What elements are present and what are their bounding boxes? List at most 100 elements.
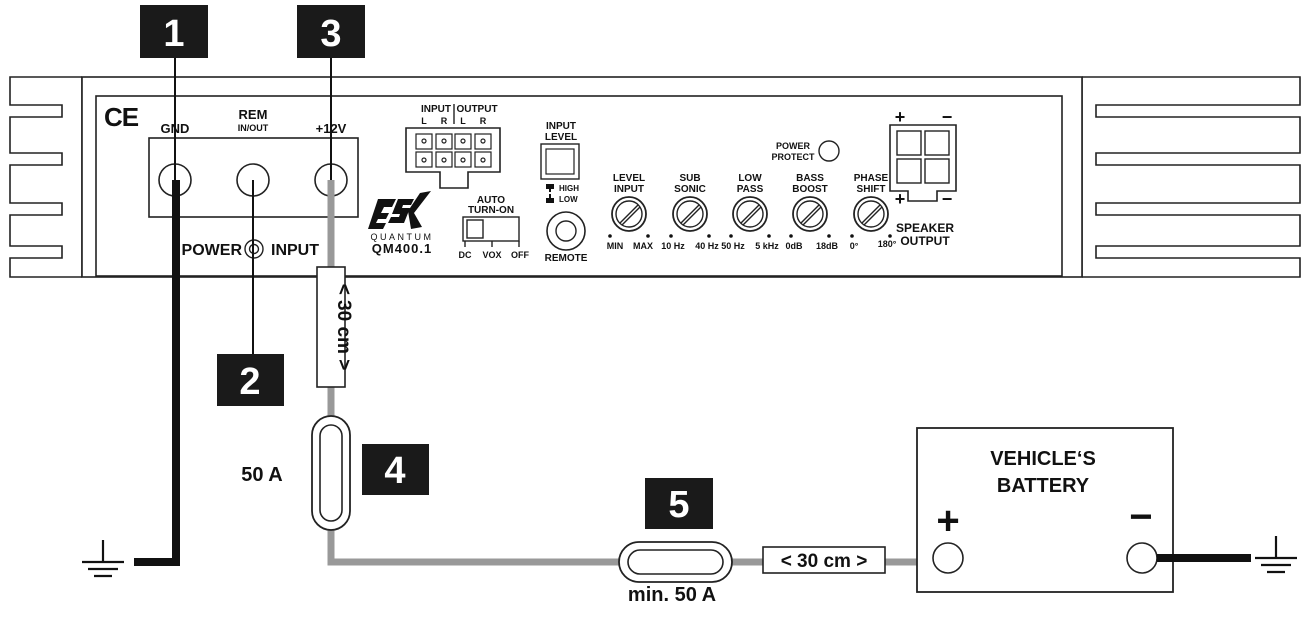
remote-jack-inner	[555, 220, 577, 242]
rca-l1: L	[421, 116, 427, 126]
marker-4-box	[362, 444, 429, 495]
input-level-title-2: LEVEL	[545, 132, 577, 143]
high-indicator-stem	[549, 189, 551, 192]
battery-minus-symbol: −	[1129, 495, 1152, 539]
brand-model: QM400.1	[372, 241, 432, 256]
rca-pins	[415, 133, 492, 168]
auto-turn-on-ticks	[464, 241, 520, 247]
knob-1-max: MAX	[633, 241, 653, 251]
knob-4-max: 18dB	[816, 241, 839, 251]
auto-turn-on-title-1: AUTO	[477, 195, 505, 206]
knob-2-max-dot	[707, 234, 711, 238]
label-power: POWER	[182, 242, 243, 259]
cable-length-vertical: < 30 cm >	[333, 284, 354, 371]
ground-cable	[134, 180, 180, 566]
knob-4-indicator	[800, 204, 820, 224]
knob-1-indicator	[619, 204, 639, 224]
auto-turn-on-off: OFF	[511, 250, 529, 260]
knob-4-label-2: BOOST	[792, 184, 828, 195]
battery-negative-terminal	[1126, 542, 1158, 574]
knob-3-indicator	[740, 204, 760, 224]
marker-5: 5	[668, 484, 689, 526]
knob-1-label-1: LEVEL	[613, 173, 645, 184]
knob-5-label-2: SHIFT	[857, 184, 886, 195]
battery-label-2: BATTERY	[997, 475, 1090, 497]
knob-3-max: 5 kHz	[755, 241, 779, 251]
battery-plus-symbol: +	[936, 499, 959, 543]
ground-symbol-right-icon	[1255, 536, 1297, 574]
fuse-2-rating: min. 50 A	[628, 584, 716, 606]
marker-3-box	[297, 5, 365, 58]
knob-3-max-dot	[767, 234, 771, 238]
knob-1-min-dot	[608, 234, 612, 238]
knob-5-max-dot	[888, 234, 892, 238]
cable-length-horizontal: < 30 cm >	[781, 551, 868, 572]
knob-5-indicator-2	[863, 206, 883, 226]
knob-1-indicator-2	[621, 206, 641, 226]
marker-1-box	[140, 5, 208, 58]
fuse-2-inner	[627, 549, 724, 575]
ce-mark: CE	[104, 102, 139, 132]
knob-5-min-dot	[850, 234, 854, 238]
rca-l2: L	[460, 116, 466, 126]
speaker-label-2: OUTPUT	[900, 234, 950, 248]
label-remote: REMOTE	[545, 253, 588, 264]
power-protect-led	[818, 140, 840, 162]
fuse-1-inner	[319, 424, 343, 522]
speaker-minus: −	[942, 107, 953, 127]
auto-turn-on-title-2: TURN-ON	[468, 205, 514, 216]
knob-3-label-2: PASS	[737, 184, 764, 195]
low-indicator-icon	[546, 198, 554, 203]
esx-logo	[368, 191, 431, 229]
input-level-low: LOW	[559, 195, 578, 204]
speaker-label-1: SPEAKER	[896, 221, 954, 235]
knob-1-label-2: INPUT	[614, 184, 644, 195]
knob-5-indicator	[861, 204, 881, 224]
knob-5-min: 0°	[850, 241, 859, 251]
low-indicator-stem	[549, 194, 551, 198]
cable-length-horizontal-box	[762, 546, 886, 574]
label-rem-sub: IN/OUT	[238, 123, 269, 133]
fuse-1-rating: 50 A	[241, 464, 283, 486]
marker-2: 2	[239, 361, 260, 403]
knob-1-min: MIN	[607, 241, 624, 251]
cable-length-vertical-box	[316, 266, 346, 388]
heatsink-left	[9, 76, 83, 278]
input-level-high: HIGH	[559, 184, 579, 193]
knob-5-label-1: PHASE	[854, 173, 889, 184]
knob-4-label-1: BASS	[796, 173, 824, 184]
label-rem: REM	[239, 107, 268, 122]
power-protect-line2: PROTECT	[771, 152, 815, 162]
rca-output-title: OUTPUT	[456, 104, 497, 115]
battery-label-1: VEHICLE‘S	[990, 448, 1096, 470]
knob-2-min: 10 Hz	[661, 241, 685, 251]
knob-2-label-2: SONIC	[674, 184, 706, 195]
knob-5-max: 180°	[878, 239, 897, 249]
knob-2-max: 40 Hz	[695, 241, 719, 251]
label-input: INPUT	[271, 242, 319, 259]
battery-positive-terminal	[932, 542, 964, 574]
rca-r1: R	[441, 116, 448, 126]
speaker-pins	[896, 130, 950, 184]
input-level-title-1: INPUT	[546, 121, 576, 132]
marker-2-box	[217, 354, 284, 406]
auto-turn-on-vox: VOX	[482, 250, 501, 260]
auto-turn-on-slider	[466, 219, 484, 239]
speaker-plus-lower: +	[895, 189, 906, 209]
marker-4: 4	[384, 450, 405, 492]
knob-2-label-1: SUB	[679, 173, 700, 184]
high-indicator-icon	[546, 184, 554, 189]
ground-symbol-left-icon	[82, 540, 124, 578]
knob-4-max-dot	[827, 234, 831, 238]
heatsink-right	[1081, 76, 1301, 278]
knob-4-indicator-2	[802, 206, 822, 226]
auto-turn-on-dc: DC	[459, 250, 472, 260]
rca-r2: R	[480, 116, 487, 126]
knob-2-indicator-2	[682, 206, 702, 226]
knob-3-label-1: LOW	[738, 173, 762, 184]
knob-4-min: 0dB	[785, 241, 803, 251]
brand-series: QUANTUM	[371, 232, 434, 242]
rca-input-title: INPUT	[421, 104, 451, 115]
